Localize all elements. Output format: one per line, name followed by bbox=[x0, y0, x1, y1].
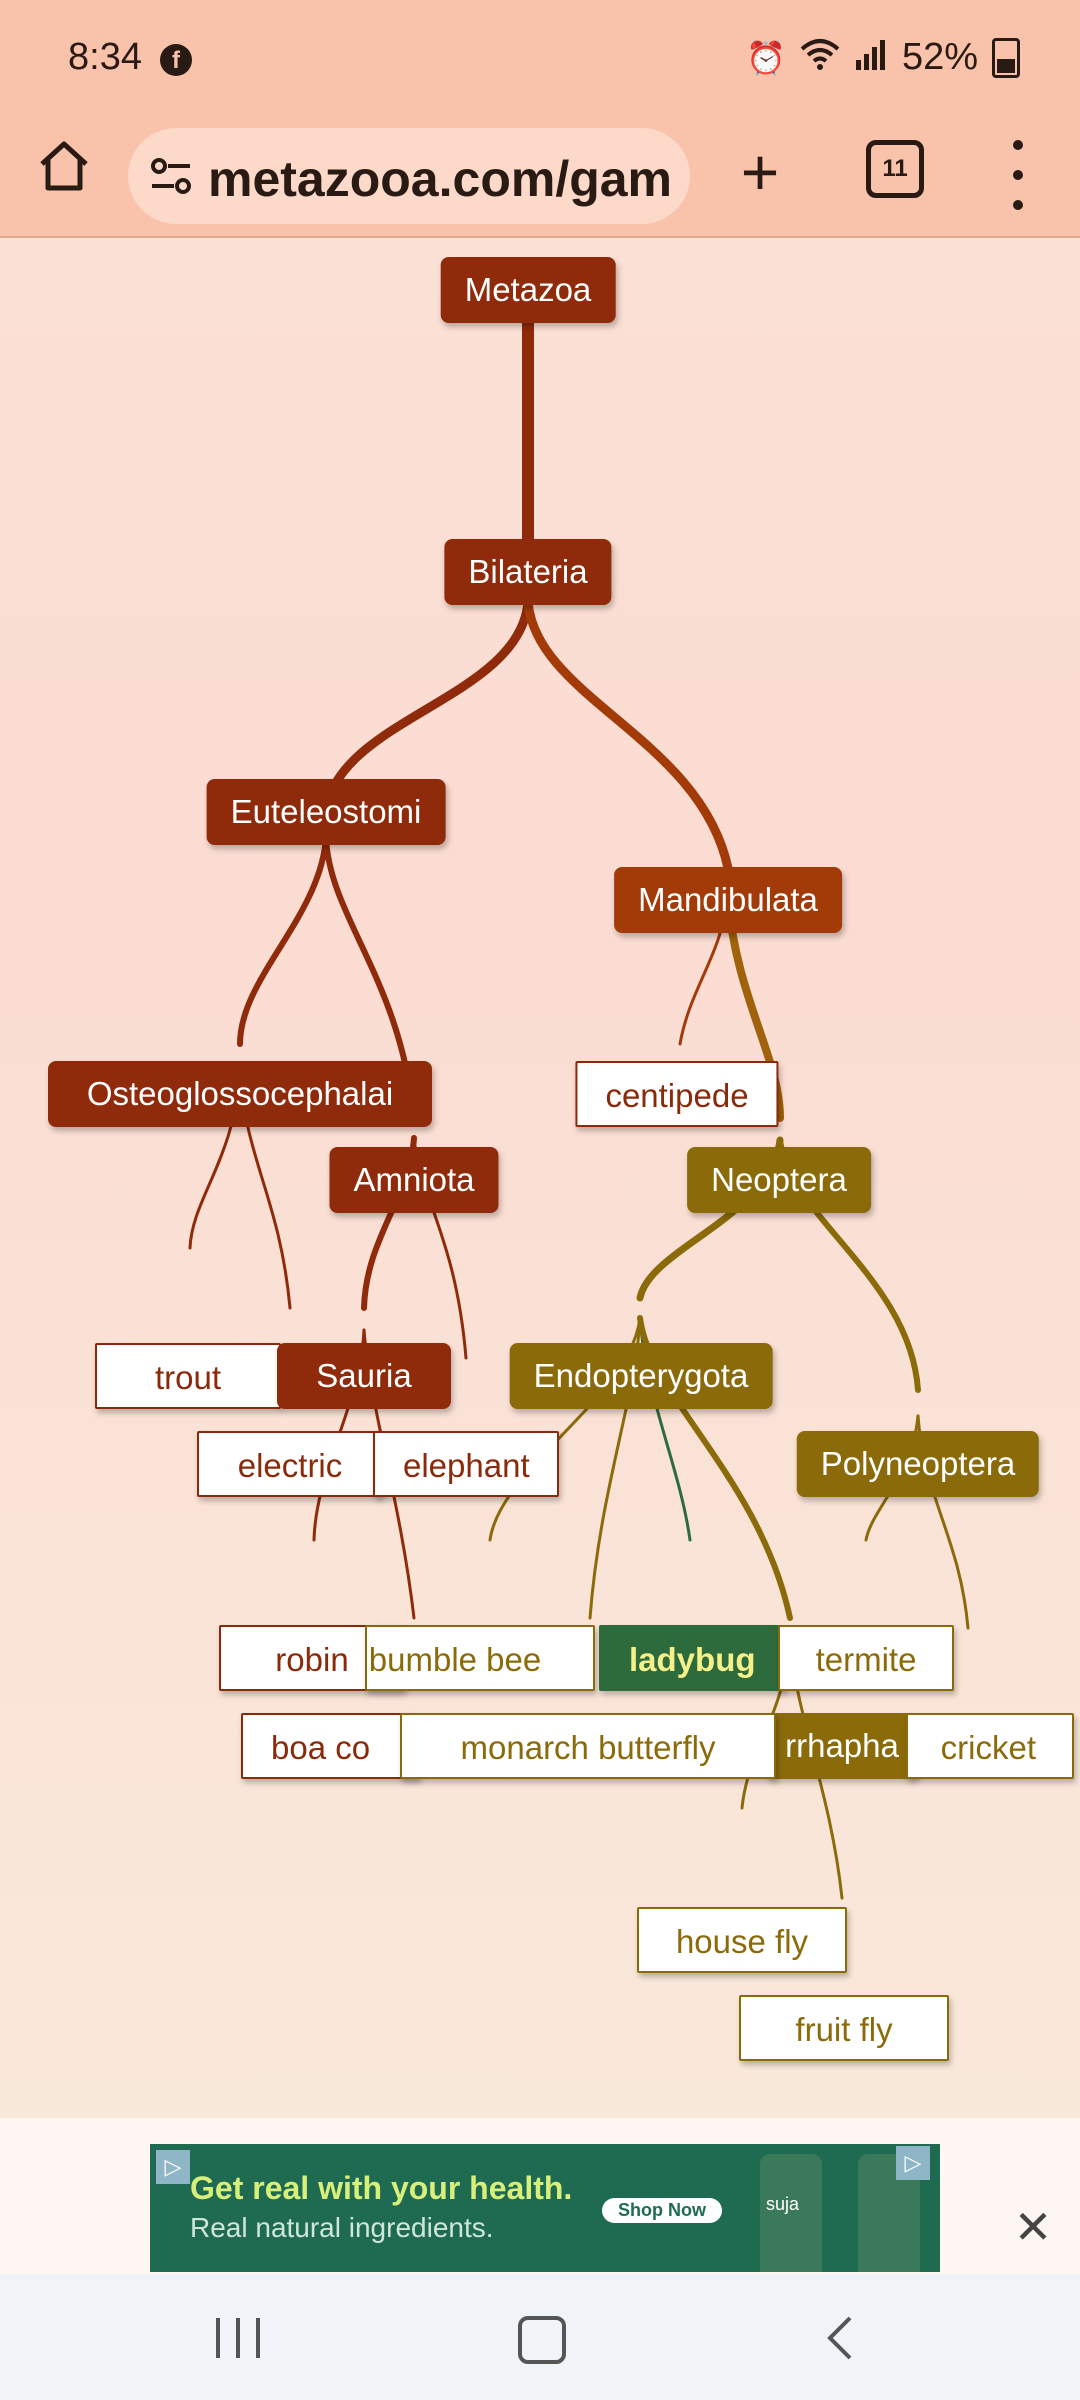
leaf-electric-eel[interactable]: electric bbox=[197, 1431, 383, 1497]
status-time: 8:34 bbox=[68, 36, 142, 78]
clade-sauria[interactable]: Sauria bbox=[277, 1343, 451, 1409]
leaf-bumble-bee-label: bumble bee bbox=[368, 1641, 542, 1678]
clade-neoptera[interactable]: Neoptera bbox=[687, 1147, 871, 1213]
more-menu-icon[interactable] bbox=[1000, 140, 1036, 210]
ad-brand: suja bbox=[766, 2194, 800, 2214]
ad-area: ▷ Get real with your health. Real natura… bbox=[0, 2118, 1080, 2274]
home-icon[interactable] bbox=[518, 2316, 566, 2364]
clade-osteoglossocephalai[interactable]: Osteoglossocephalai bbox=[48, 1061, 432, 1127]
leaf-bumble-bee[interactable]: bumble bee bbox=[365, 1625, 595, 1691]
clade-metazoa[interactable]: Metazoa bbox=[440, 257, 616, 323]
tabs-button[interactable]: 11 bbox=[866, 140, 924, 198]
recent-apps-icon[interactable] bbox=[216, 2318, 260, 2358]
clade-euteleostomi[interactable]: Euteleostomi bbox=[206, 779, 446, 845]
edge bbox=[237, 835, 329, 1047]
leaf-trout[interactable]: trout bbox=[95, 1343, 281, 1409]
leaf-cricket[interactable]: cricket bbox=[906, 1713, 1074, 1779]
edge bbox=[523, 597, 733, 873]
ad-choices-icon[interactable]: ▷ bbox=[896, 2146, 930, 2180]
leaf-termite[interactable]: termite bbox=[778, 1625, 954, 1691]
ad-choices-icon[interactable]: ▷ bbox=[156, 2150, 190, 2184]
site-settings-icon[interactable] bbox=[148, 154, 194, 200]
clade-amniota[interactable]: Amniota bbox=[329, 1147, 499, 1213]
clade-mandibulata[interactable]: Mandibulata bbox=[614, 867, 842, 933]
ad-product-image: suja bbox=[760, 2154, 822, 2272]
game-canvas: Metazoa Bilateria Euteleostomi Mandibula… bbox=[0, 238, 1080, 2118]
address-bar[interactable]: metazooa.com/gam bbox=[128, 128, 690, 224]
battery-percent: 52% bbox=[901, 36, 978, 78]
clade-polyneoptera[interactable]: Polyneoptera bbox=[796, 1431, 1040, 1497]
leaf-house-fly[interactable]: house fly bbox=[637, 1907, 847, 1973]
back-icon[interactable] bbox=[820, 2314, 860, 2362]
alarm-icon: ⏰ bbox=[746, 39, 786, 76]
leaf-monarch-butterfly[interactable]: monarch butterfly bbox=[400, 1713, 776, 1779]
clade-bilateria[interactable]: Bilateria bbox=[444, 539, 612, 605]
status-icons: ⏰ 52% bbox=[746, 36, 1020, 79]
leaf-cricket-label: cricket bbox=[940, 1729, 1036, 1766]
close-icon[interactable]: ✕ bbox=[1013, 2201, 1053, 2253]
signal-icon bbox=[854, 38, 888, 78]
browser-toolbar: metazooa.com/gam + 11 bbox=[0, 120, 1080, 238]
url-text: metazooa.com/gam bbox=[208, 151, 673, 207]
status-bar: 8:34 f ⏰ 52% bbox=[0, 0, 1080, 120]
leaf-elephant[interactable]: elephant bbox=[373, 1431, 559, 1497]
clade-cyclorrhapha[interactable]: rrhapha bbox=[765, 1713, 919, 1779]
new-tab-button[interactable]: + bbox=[740, 135, 780, 209]
battery-icon bbox=[992, 37, 1020, 78]
leaf-boa-constrictor[interactable]: boa co bbox=[241, 1713, 419, 1779]
ad-headline: Get real with your health. bbox=[190, 2170, 573, 2206]
clade-endopterygota[interactable]: Endopterygota bbox=[509, 1343, 773, 1409]
leaf-centipede[interactable]: centipede bbox=[575, 1061, 779, 1127]
edge bbox=[321, 597, 533, 815]
wifi-icon bbox=[800, 37, 840, 79]
home-icon[interactable] bbox=[36, 138, 92, 194]
ad-shop-now-button[interactable]: Shop Now bbox=[602, 2198, 722, 2223]
system-nav-bar bbox=[0, 2274, 1080, 2400]
leaf-ladybug-selected[interactable]: ladybug bbox=[599, 1625, 785, 1691]
tree-edges bbox=[188, 284, 970, 1900]
ad-banner[interactable]: ▷ Get real with your health. Real natura… bbox=[150, 2144, 940, 2272]
facebook-icon: f bbox=[160, 44, 192, 76]
leaf-fruit-fly[interactable]: fruit fly bbox=[739, 1995, 949, 2061]
ad-subline: Real natural ingredients. bbox=[190, 2212, 494, 2243]
